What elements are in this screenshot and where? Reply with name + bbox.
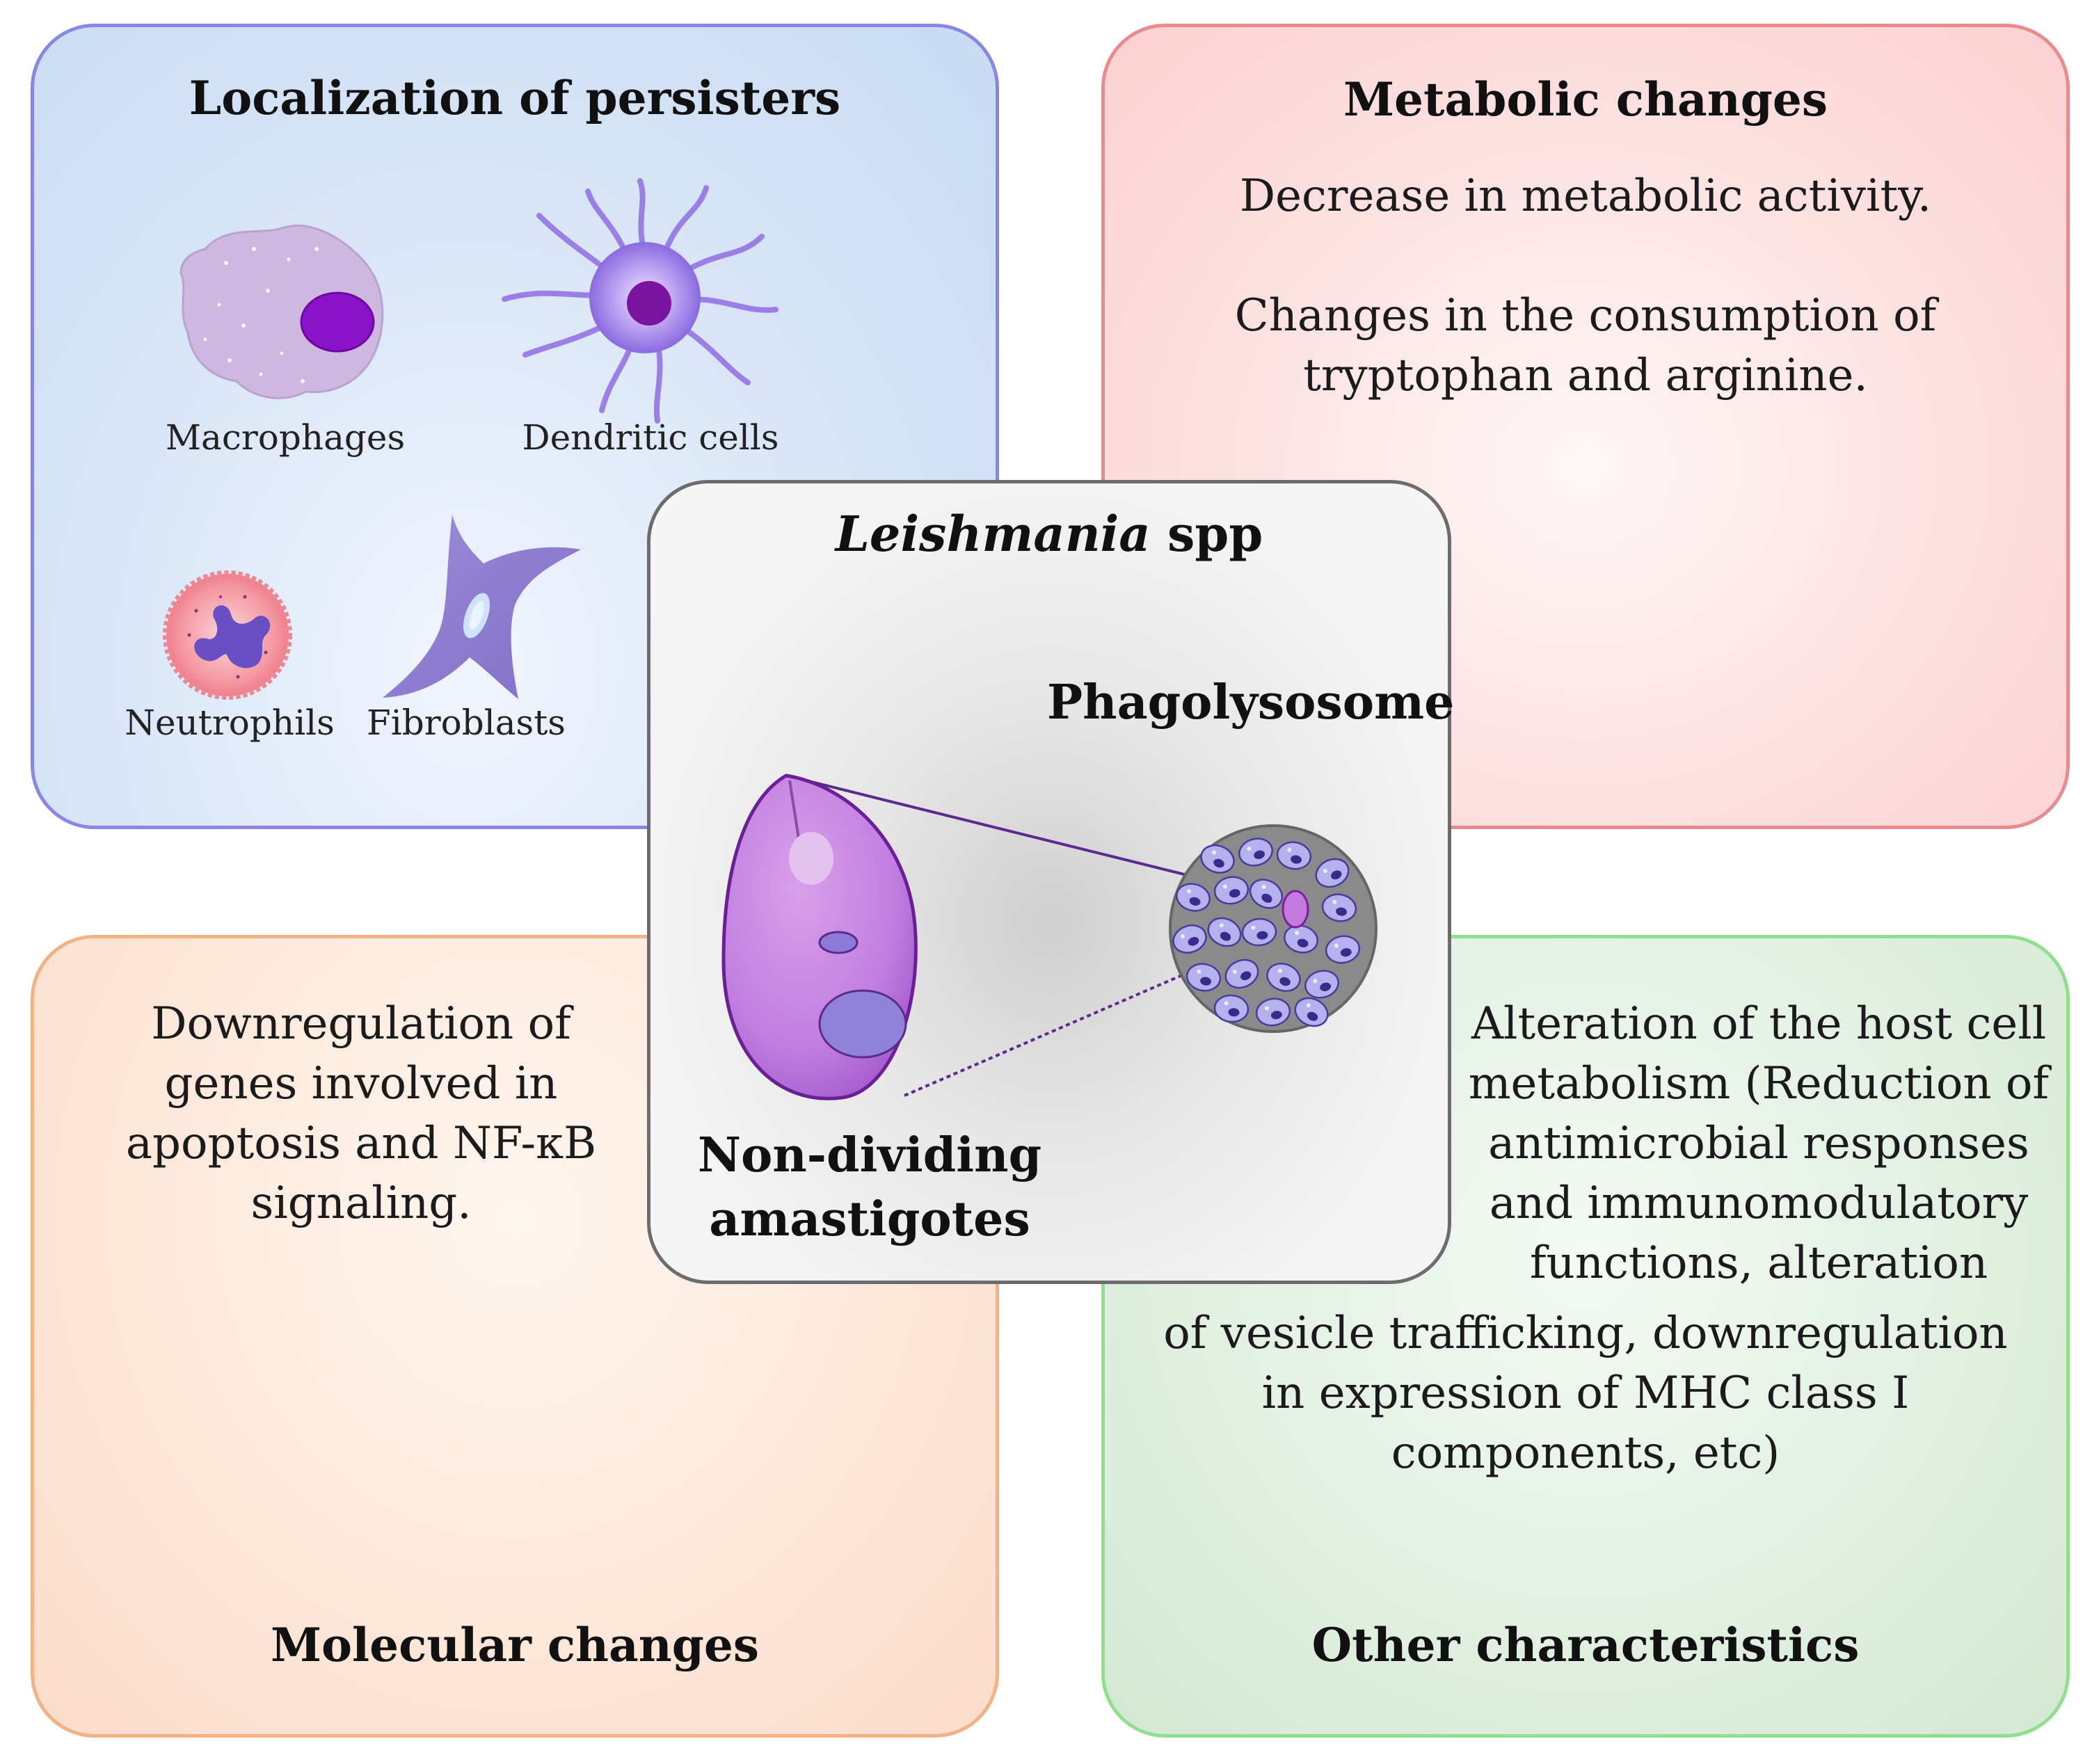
other-line-6: of vesicle trafficking, downregulation [1163, 1308, 2008, 1359]
molecular-line-3: apoptosis and NF-κB [125, 1118, 597, 1169]
phagolysosome-parasite [1224, 959, 1259, 989]
label-dendritic-cells: Dendritic cells [522, 417, 779, 458]
amastigote-kinetoplast [789, 832, 833, 885]
molecular-line-4: signaling. [250, 1178, 472, 1229]
molecular-text: Downregulation of genes involved in apop… [34, 994, 688, 1233]
dendritic-cell-illustration [502, 178, 778, 424]
metabolic-text: Decrease in metabolic activity. Changes … [1105, 166, 2066, 406]
panel-metabolic: Metabolic changes Decrease in metabolic … [1101, 24, 2070, 829]
other-line-1: Alteration of the host cell [1471, 998, 2047, 1050]
panel-title-molecular: Molecular changes [270, 1618, 760, 1672]
other-text-lower: of vesicle trafficking, downregulation i… [1105, 1304, 2066, 1483]
phagolysosome-parasite [1276, 841, 1312, 870]
macrophage-body [179, 224, 384, 399]
other-line-4: and immunomodulatory [1489, 1178, 2029, 1229]
molecular-line-2: genes involved in [164, 1058, 558, 1109]
amastigotes-line-2: amastigotes [709, 1192, 1030, 1247]
phagolysosome-parasite [1207, 917, 1242, 947]
metabolic-line-3: tryptophan and arginine. [1303, 350, 1868, 401]
phagolysosome-parasite [1241, 917, 1277, 947]
phagolysosome-parasite [1172, 924, 1207, 954]
amastigotes-label: Non-dividing amastigotes [678, 1123, 1061, 1251]
panel-title-localization: Localization of persisters [189, 71, 841, 125]
phagolysosome-label: Phagolysosome [1047, 675, 1455, 730]
phagolysosome-parasite [1238, 837, 1273, 867]
phagolysosome [1169, 824, 1378, 1033]
fibroblast-illustration [383, 515, 581, 699]
macrophage-illustration [179, 224, 384, 399]
other-line-3: antimicrobial responses [1488, 1118, 2029, 1169]
other-text-upper: Alteration of the host cell metabolism (… [1453, 994, 2065, 1293]
center-title-suffix: spp [1150, 505, 1263, 563]
metabolic-line-2: Changes in the consumption of [1234, 290, 1937, 342]
panel-title-metabolic: Metabolic changes [1343, 72, 1828, 127]
phagolysosome-parasite [1185, 963, 1222, 992]
molecular-line-1: Downregulation of [151, 998, 571, 1050]
phagolysosome-parasite [1255, 997, 1291, 1027]
dendritic-nucleus [627, 281, 671, 326]
neutrophil-nucleus [194, 605, 271, 668]
panel-title-other: Other characteristics [1311, 1618, 1860, 1672]
center-illustration [721, 773, 1378, 1100]
phagolysosome-parasite [1249, 879, 1284, 909]
other-line-5: functions, alteration [1529, 1237, 1988, 1289]
amastigote-nucleus [818, 989, 907, 1059]
other-line-7: in expression of MHC class I [1261, 1368, 1910, 1419]
center-title: Leishmania spp [650, 507, 1448, 561]
phagolysosome-parasite [1266, 963, 1301, 992]
label-macrophages: Macrophages [165, 417, 406, 458]
phagolysosome-highlight-parasite [1281, 890, 1309, 929]
label-fibroblasts: Fibroblasts [367, 703, 566, 743]
zoom-line-bottom [904, 924, 1298, 1097]
macrophage-nucleus [300, 291, 375, 353]
phagolysosome-parasite [1315, 858, 1350, 888]
other-line-2: metabolism (Reduction of [1468, 1058, 2050, 1109]
center-title-genus: Leishmania [835, 505, 1151, 563]
phagolysosome-parasite [1325, 935, 1361, 964]
label-neutrophils: Neutrophils [125, 703, 335, 743]
phagolysosome-parasite [1284, 924, 1318, 954]
phagolysosome-parasite [1213, 994, 1249, 1023]
other-line-8: components, etc) [1391, 1427, 1780, 1479]
amastigotes-line-1: Non-dividing [697, 1128, 1042, 1183]
phagolysosome-parasite [1321, 893, 1357, 922]
phagolysosome-parasite [1200, 844, 1235, 874]
phagolysosome-parasite [1176, 883, 1211, 912]
metabolic-line-1: Decrease in metabolic activity. [1239, 170, 1932, 222]
phagolysosome-parasite [1213, 876, 1249, 905]
panel-molecular: Downregulation of genes involved in apop… [31, 935, 999, 1738]
neutrophil-illustration [163, 570, 292, 700]
phagolysosome-parasite [1304, 970, 1339, 999]
amastigote-organelle [818, 931, 859, 954]
phagolysosome-parasite [1294, 997, 1329, 1027]
